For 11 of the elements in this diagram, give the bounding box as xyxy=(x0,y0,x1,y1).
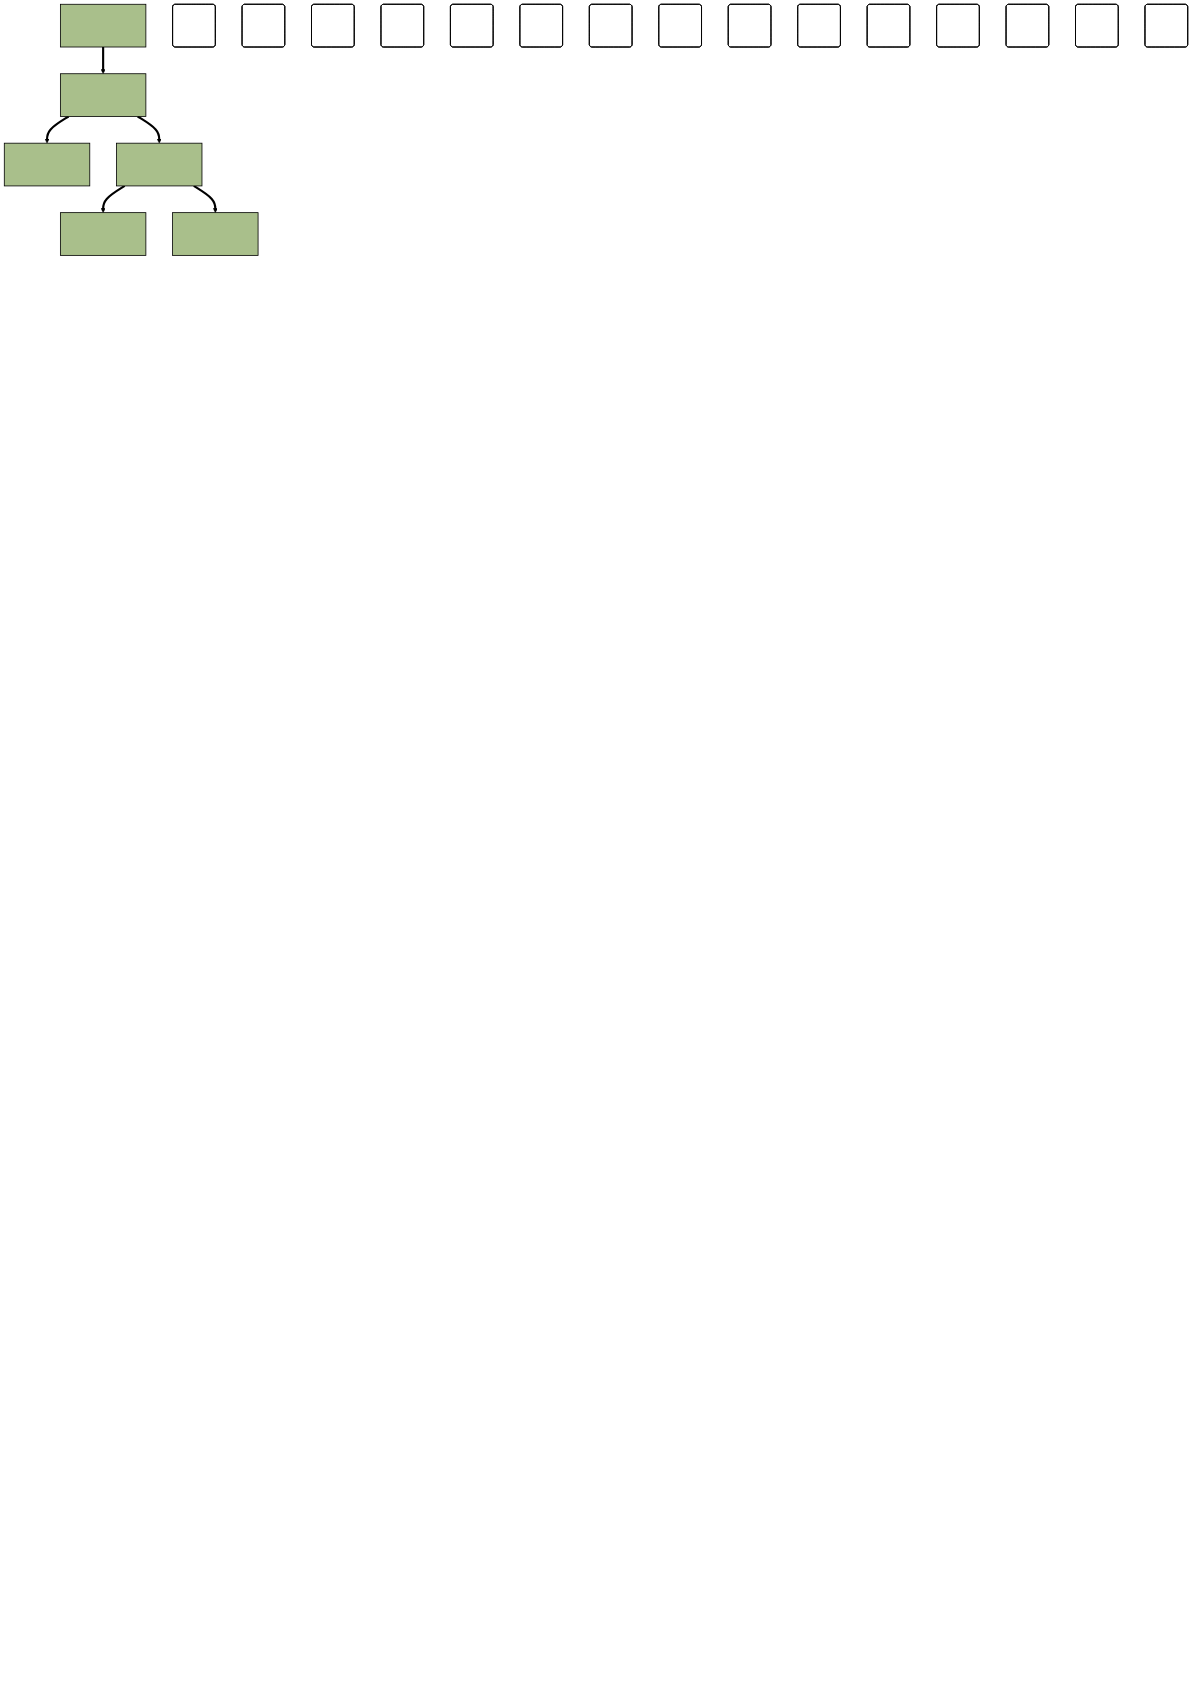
node-box xyxy=(172,212,259,256)
arrow xyxy=(193,185,218,213)
arrow xyxy=(100,185,126,213)
arrow xyxy=(100,47,106,74)
node-box xyxy=(3,142,91,187)
arrow xyxy=(137,115,162,144)
arrow xyxy=(44,115,70,144)
node-box xyxy=(60,73,147,117)
node-box xyxy=(116,142,203,187)
node-box xyxy=(60,212,147,256)
node-box xyxy=(60,3,147,48)
